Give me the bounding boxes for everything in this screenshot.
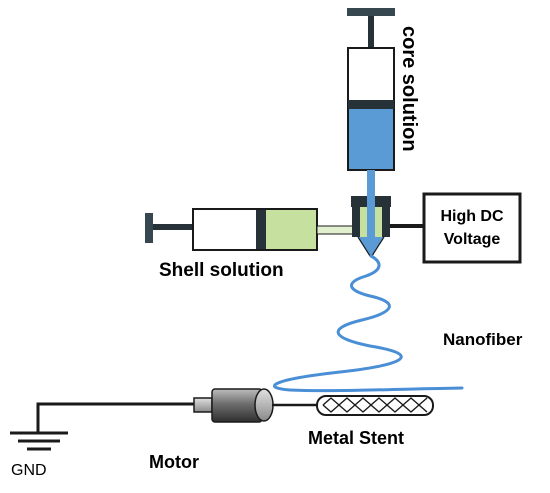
shell-solution-label: Shell solution xyxy=(159,260,284,281)
stent-mesh-icon xyxy=(316,395,434,416)
core-syringe xyxy=(347,8,395,196)
shell-syringe xyxy=(145,208,360,251)
shell-plunger-stopper xyxy=(256,210,266,249)
shell-fluid xyxy=(266,210,316,249)
motor-icon xyxy=(193,388,274,423)
spinneret-body-left xyxy=(352,207,360,237)
voltage-label-line2: Voltage xyxy=(444,231,501,248)
motor-face xyxy=(254,388,274,422)
taylor-cone xyxy=(358,237,384,256)
motor-shaft-stub xyxy=(193,397,213,413)
coaxial-spinneret xyxy=(351,196,391,257)
core-solution-label: core solution xyxy=(398,26,420,152)
voltage-box xyxy=(422,192,522,264)
shell-plunger-thumb xyxy=(145,213,153,243)
gnd-label: GND xyxy=(11,462,47,479)
taylor-cone-outline-right xyxy=(371,236,385,257)
high-voltage-supply: High DC Voltage xyxy=(390,192,522,264)
nanofiber-label: Nanofiber xyxy=(443,330,523,349)
core-plunger-thumb xyxy=(347,8,395,16)
stent-outline xyxy=(316,395,434,416)
voltage-label-line1: High DC xyxy=(440,208,504,225)
metal-stent-label: Metal Stent xyxy=(308,428,404,448)
stent-mesh-upper xyxy=(322,397,428,406)
taylor-cone-outline-left xyxy=(357,236,371,257)
motor-label: Motor xyxy=(149,452,199,472)
spinneret-body-right xyxy=(382,207,390,237)
core-plunger-stopper xyxy=(348,100,394,109)
spinneret-core-channel xyxy=(367,196,375,240)
ground-symbol-icon xyxy=(10,405,68,451)
core-fluid xyxy=(349,108,393,169)
nanofiber-jet xyxy=(272,254,464,393)
ground-wire xyxy=(36,402,196,406)
core-flow-channel xyxy=(367,170,375,196)
stent-mesh-lower xyxy=(322,404,428,413)
